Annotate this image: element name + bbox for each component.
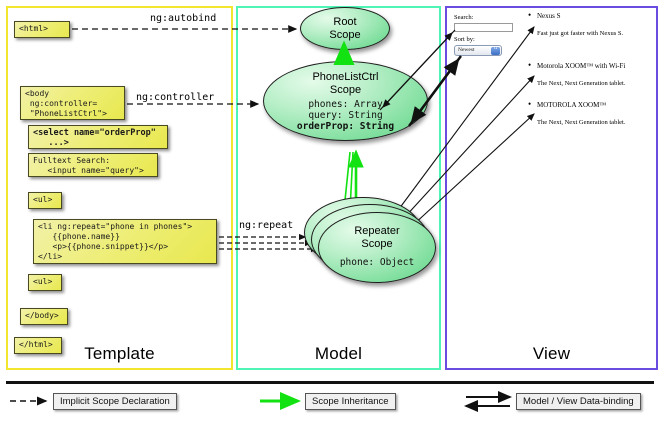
code-box-li-repeat: <li ng:repeat="phone in phones"> {{phone… xyxy=(33,219,217,264)
column-title-view: View xyxy=(532,344,571,363)
edge-label-autobind: ng:autobind xyxy=(150,13,217,24)
code-box-html-close: </html> xyxy=(14,337,62,354)
prop-query: query: String xyxy=(308,110,383,121)
code-box-select-orderprop: <select name="orderProp" ...> xyxy=(28,125,168,149)
view-phone-snippet-0: Fast just got faster with Nexus S. xyxy=(537,30,624,37)
prop-phones: phones: Array xyxy=(308,99,383,110)
code-box-ul-open: <ul> xyxy=(28,192,62,209)
scope-phonelistctrl-props: phones: Array query: String orderProp: S… xyxy=(264,99,427,132)
edge-label-controller: ng:controller xyxy=(136,92,215,103)
legend-divider xyxy=(6,381,654,384)
view-search-label: Search: xyxy=(454,14,474,21)
view-phone-snippet-2: The Next, Next Generation tablet. xyxy=(537,119,626,126)
bullet-icon-0: • xyxy=(528,10,532,20)
view-sort-select[interactable]: Newest ⇅ xyxy=(454,45,502,56)
chevron-updown-icon[interactable]: ⇅ xyxy=(491,46,500,55)
code-box-ul-close: <ul> xyxy=(28,274,62,291)
view-search-input[interactable] xyxy=(454,23,513,32)
code-box-html-open: <html> xyxy=(14,21,70,38)
code-box-body-close: </body> xyxy=(20,308,68,325)
prop-orderprop: orderProp: String xyxy=(296,121,395,132)
bullet-icon-2: • xyxy=(528,99,532,109)
edge-label-repeat: ng:repeat xyxy=(239,220,294,231)
view-phone-name-2: • MOTOROLA XOOM™ xyxy=(528,100,607,110)
legend-implicit-scope-declaration: Implicit Scope Declaration xyxy=(53,393,177,410)
column-view: View xyxy=(445,6,658,370)
code-box-fulltext-search: Fulltext Search: <input name="query"> xyxy=(28,153,158,177)
view-phone-snippet-1: The Next, Next Generation tablet. xyxy=(537,80,626,87)
view-phone-name-2-text: MOTOROLA XOOM™ xyxy=(537,101,607,109)
column-title-template: Template xyxy=(84,344,155,363)
view-sort-label: Sort by: xyxy=(454,36,475,43)
code-box-body-open: <body ng:controller= "PhoneListCtrl"> xyxy=(20,86,125,120)
column-title-model: Model xyxy=(314,344,363,363)
bullet-icon-1: • xyxy=(528,60,532,70)
view-phone-name-1-text: Motorola XOOM™ with Wi-Fi xyxy=(537,62,626,70)
view-phone-name-0-text: Nexus S xyxy=(537,12,561,20)
legend-scope-inheritance: Scope Inheritance xyxy=(305,393,396,410)
view-sort-selected-value: Newest xyxy=(458,47,475,53)
scope-repeater-props: phone: Object xyxy=(339,257,415,268)
view-phone-name-0: • Nexus S xyxy=(528,11,561,21)
view-phone-name-1: • Motorola XOOM™ with Wi-Fi xyxy=(528,61,626,71)
legend-model-view-data-binding: Model / View Data-binding xyxy=(516,393,641,410)
